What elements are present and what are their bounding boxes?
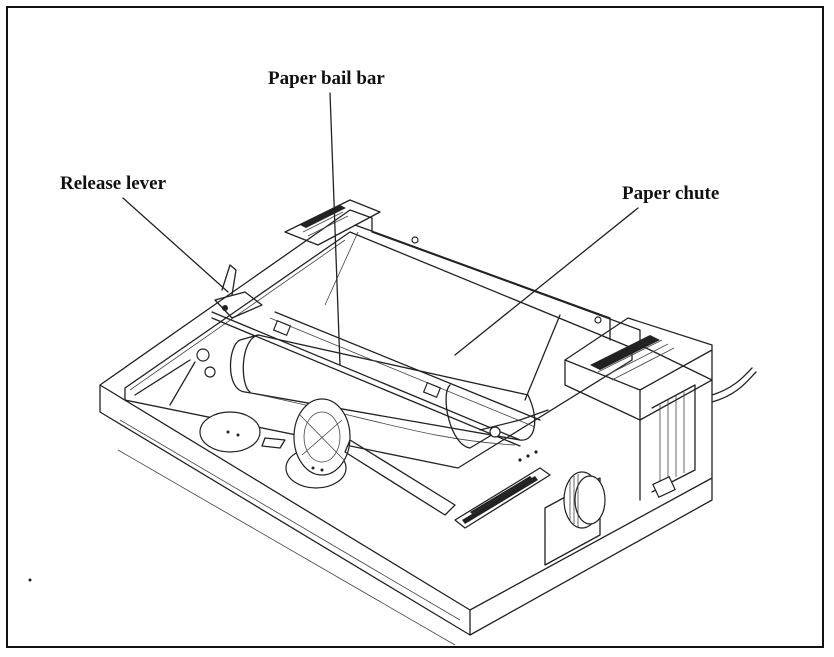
platen-knob bbox=[544, 471, 606, 566]
label-paper-bail-bar: Paper bail bar bbox=[268, 68, 385, 89]
right-housing bbox=[564, 317, 757, 501]
leader-paper-chute bbox=[454, 207, 639, 356]
leader-paper-bail-bar bbox=[329, 92, 341, 366]
figure-frame bbox=[6, 6, 824, 648]
paper-chute bbox=[324, 224, 611, 401]
release-lever bbox=[214, 264, 263, 319]
label-paper-chute: Paper chute bbox=[622, 183, 720, 204]
leader-release-lever bbox=[122, 197, 229, 293]
control-panel-strip bbox=[454, 450, 551, 529]
printer-body bbox=[99, 209, 713, 646]
carriage-right bbox=[445, 384, 549, 449]
left-mechanism bbox=[134, 348, 456, 516]
label-release-lever: Release lever bbox=[60, 173, 167, 194]
paper-bail-bar bbox=[211, 311, 521, 447]
stray-dot bbox=[28, 578, 32, 582]
